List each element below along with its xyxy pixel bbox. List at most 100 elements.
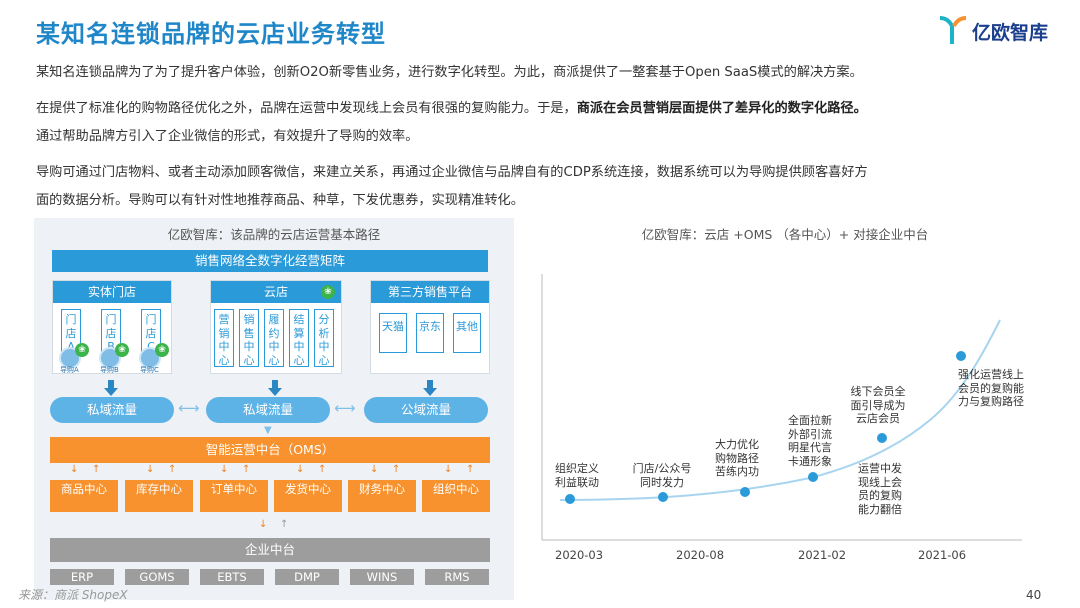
- mini-program-icon: ❀: [115, 343, 129, 357]
- double-arrow-icon: ⟷: [334, 399, 356, 417]
- milestone-label-3: 大力优化购物路径苦练内功: [712, 438, 762, 479]
- right-panel-title: 亿欧智库：云店 +OMS （各中心）+ 对接企业中台: [641, 227, 929, 242]
- milestone-label-6: 线下会员全面引导成为云店会员: [847, 385, 909, 426]
- up-arrow-icon: ↑: [92, 464, 101, 475]
- tmall-cell: 天猫: [379, 313, 407, 353]
- product-center-box: 商品中心: [50, 480, 118, 512]
- date-label: 2020-08: [676, 548, 725, 562]
- up-arrow-icon: ↑: [318, 464, 327, 475]
- milestone-text: 全面拉新外部引流明星代言卡通形象: [788, 414, 832, 468]
- growth-curve: [559, 319, 1001, 501]
- paragraph-2-emphasis: 商派在会员营销层面提供了差异化的数字化路径。: [576, 101, 867, 116]
- down-arrow-icon: ↓: [220, 464, 229, 475]
- mini-program-icon: ❀: [155, 343, 169, 357]
- physical-stores-group: 实体门店 门店A 门店B 门店C ❀ ❀ ❀ 导购A 导购B 导购C: [52, 280, 172, 374]
- timeline-chart: [541, 274, 1022, 541]
- down-arrow-icon: [268, 380, 282, 396]
- private-traffic-pill-2: 私域流量: [206, 397, 330, 423]
- paragraph-1: 某知名连锁品牌为了为了提升客户体验，创新O2O新零售业务，进行数字化转型。为此，…: [36, 65, 863, 80]
- down-arrow-icon: ↓: [146, 464, 155, 475]
- sales-center-cell: 销售中心: [239, 309, 259, 367]
- up-arrow-icon: ↑: [392, 464, 401, 475]
- enterprise-platform-bar: 企业中台: [50, 538, 490, 562]
- guide-b-label: 导购B: [100, 366, 119, 374]
- cloud-store-path-diagram: 亿欧智库：该品牌的云店运营基本路径 销售网络全数字化经营矩阵 实体门店 门店A …: [34, 218, 514, 600]
- sales-network-bar: 销售网络全数字化经营矩阵: [52, 250, 488, 272]
- logo-mark-icon: [939, 16, 967, 44]
- fulfillment-center-cell: 履约中心: [264, 309, 284, 367]
- milestone-text: 强化运营线上会员的复购能力与复购路径: [958, 368, 1024, 408]
- milestone-label-1: 组织定义利益联动: [552, 462, 602, 489]
- yiou-logo: 亿欧智库: [938, 14, 1063, 50]
- down-arrow-icon: ↓: [70, 464, 79, 475]
- milestone-dot: [877, 433, 887, 443]
- source-note: 来源：商派 ShopeX: [18, 588, 128, 602]
- erp-box: ERP: [50, 569, 114, 585]
- dmp-box: DMP: [275, 569, 339, 585]
- up-arrow-icon: ↑: [242, 464, 251, 475]
- paragraph-5: 面的数据分析。导购可以有针对性地推荐商品、种草，下发优惠券，实现精准转化。: [36, 193, 524, 208]
- down-arrow-icon: ↓: [444, 464, 453, 475]
- other-cell: 其他: [453, 313, 481, 353]
- double-arrow-icon: ⟷: [178, 399, 200, 417]
- milestone-dot: [740, 487, 750, 497]
- paragraph-2-text: 在提供了标准化的购物路径优化之外，品牌在运营中发现线上会员有很强的复购能力。于是…: [36, 101, 577, 116]
- paragraph-3: 通过帮助品牌方引入了企业微信的形式，有效提升了导购的效率。: [36, 129, 419, 144]
- logo-text: 亿欧智库: [972, 22, 1049, 44]
- date-label: 2021-02: [798, 548, 847, 562]
- inventory-center-box: 库存中心: [125, 480, 193, 512]
- paragraph-2: 在提供了标准化的购物路径优化之外，品牌在运营中发现线上会员有很强的复购能力。于是…: [36, 96, 867, 122]
- down-arrow-icon: [423, 380, 437, 396]
- up-arrow-icon: ↑: [466, 464, 475, 475]
- guide-a-label: 导购A: [60, 366, 79, 374]
- down-arrow-icon: [104, 380, 118, 396]
- goms-box: GOMS: [125, 569, 189, 585]
- milestone-label-7: 强化运营线上会员的复购能力与复购路径: [954, 368, 1028, 409]
- mini-program-icon: ❀: [321, 285, 335, 299]
- date-label: 2020-03: [555, 548, 604, 562]
- page-title: 某知名连锁品牌的云店业务转型: [36, 20, 386, 48]
- down-arrow-icon: ↓: [370, 464, 379, 475]
- milestone-text: 组织定义利益联动: [555, 462, 599, 489]
- guide-c-label: 导购C: [140, 366, 159, 374]
- down-arrow-icon: ↓: [296, 464, 305, 475]
- milestone-label-5: 运营中发现线上会员的复购能力翻倍: [855, 462, 905, 516]
- third-party-head: 第三方销售平台: [371, 281, 489, 303]
- third-party-platforms-group: 第三方销售平台 天猫 京东 其他: [370, 280, 490, 374]
- wins-box: WINS: [350, 569, 414, 585]
- milestone-dot: [956, 351, 966, 361]
- rms-box: RMS: [425, 569, 489, 585]
- left-panel-title: 亿欧智库：该品牌的云店运营基本路径: [167, 227, 381, 242]
- oms-bar: 智能运营中台（OMS）: [50, 437, 490, 463]
- milestone-text: 线下会员全面引导成为云店会员: [850, 385, 906, 425]
- paragraph-4: 导购可通过门店物料、或者主动添加顾客微信，来建立关系，再通过企业微信与品牌自有的…: [36, 165, 868, 180]
- public-traffic-pill: 公域流量: [364, 397, 488, 423]
- up-arrow-icon: ↑: [168, 464, 177, 475]
- milestone-dot: [808, 472, 818, 482]
- organization-center-box: 组织中心: [422, 480, 490, 512]
- finance-center-box: 财务中心: [348, 480, 416, 512]
- cloud-store-group: 云店 ❀ 营销中心 销售中心 履约中心 结算中心 分析中心: [210, 280, 342, 374]
- settlement-center-cell: 结算中心: [289, 309, 309, 367]
- physical-stores-head: 实体门店: [53, 281, 171, 303]
- milestone-text: 大力优化购物路径苦练内功: [715, 438, 759, 478]
- marketing-center-cell: 营销中心: [214, 309, 234, 367]
- milestone-text: 运营中发现线上会员的复购能力翻倍: [858, 462, 902, 516]
- mini-program-icon: ❀: [75, 343, 89, 357]
- analysis-center-cell: 分析中心: [314, 309, 334, 367]
- order-center-box: 订单中心: [200, 480, 268, 512]
- private-traffic-pill-1: 私域流量: [50, 397, 174, 423]
- milestone-dot: [658, 492, 668, 502]
- milestone-label-4: 全面拉新外部引流明星代言卡通形象: [785, 414, 835, 468]
- up-arrow-icon: ↑: [280, 519, 289, 530]
- page-number: 40: [1026, 588, 1042, 602]
- milestone-label-2: 门店/公众号同时发力: [628, 462, 696, 489]
- cloud-store-head: 云店: [211, 281, 341, 303]
- milestone-text: 门店/公众号同时发力: [632, 462, 692, 489]
- milestone-dot: [565, 494, 575, 504]
- down-triangle-icon: ▼: [264, 425, 272, 436]
- ebts-box: EBTS: [200, 569, 264, 585]
- shipping-center-box: 发货中心: [274, 480, 342, 512]
- date-label: 2021-06: [918, 548, 967, 562]
- jd-cell: 京东: [416, 313, 444, 353]
